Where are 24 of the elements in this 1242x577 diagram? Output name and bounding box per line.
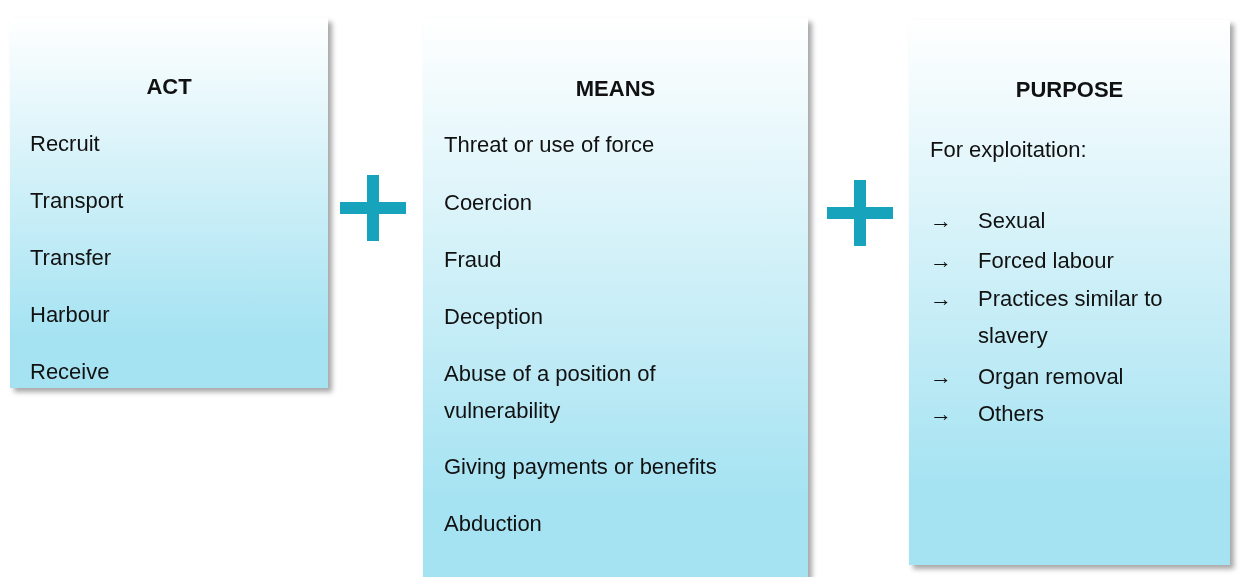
item-text: Receive <box>30 358 111 386</box>
list-item: → Sexual <box>930 207 1047 235</box>
item-text: Deception <box>444 303 545 331</box>
list-item: → Practices similar to slavery <box>930 285 1164 350</box>
item-text: Recruit <box>30 130 101 158</box>
item-text: Harbour <box>30 301 111 329</box>
item-text: Threat or use of force <box>444 131 656 159</box>
list-item: → Organ removal <box>930 363 1125 391</box>
list-item: → Others <box>930 400 1046 428</box>
category-card <box>10 18 328 388</box>
item-text: Giving payments or benefits <box>444 453 718 481</box>
list-item: → Forced labour <box>930 247 1115 275</box>
item-text: Transport <box>30 187 125 215</box>
card-heading: PURPOSE <box>1014 76 1125 104</box>
item-text: For exploitation: <box>930 136 1088 164</box>
item-text: Abduction <box>444 510 543 538</box>
category-card <box>909 20 1230 565</box>
item-text: Coercion <box>444 189 534 217</box>
item-text: Fraud <box>444 246 503 274</box>
item-text: Abuse of a position of vulnerability <box>444 360 657 425</box>
card-heading: MEANS <box>574 75 657 103</box>
category-card <box>423 18 808 577</box>
card-heading: ACT <box>145 73 193 101</box>
item-text: Transfer <box>30 244 113 272</box>
